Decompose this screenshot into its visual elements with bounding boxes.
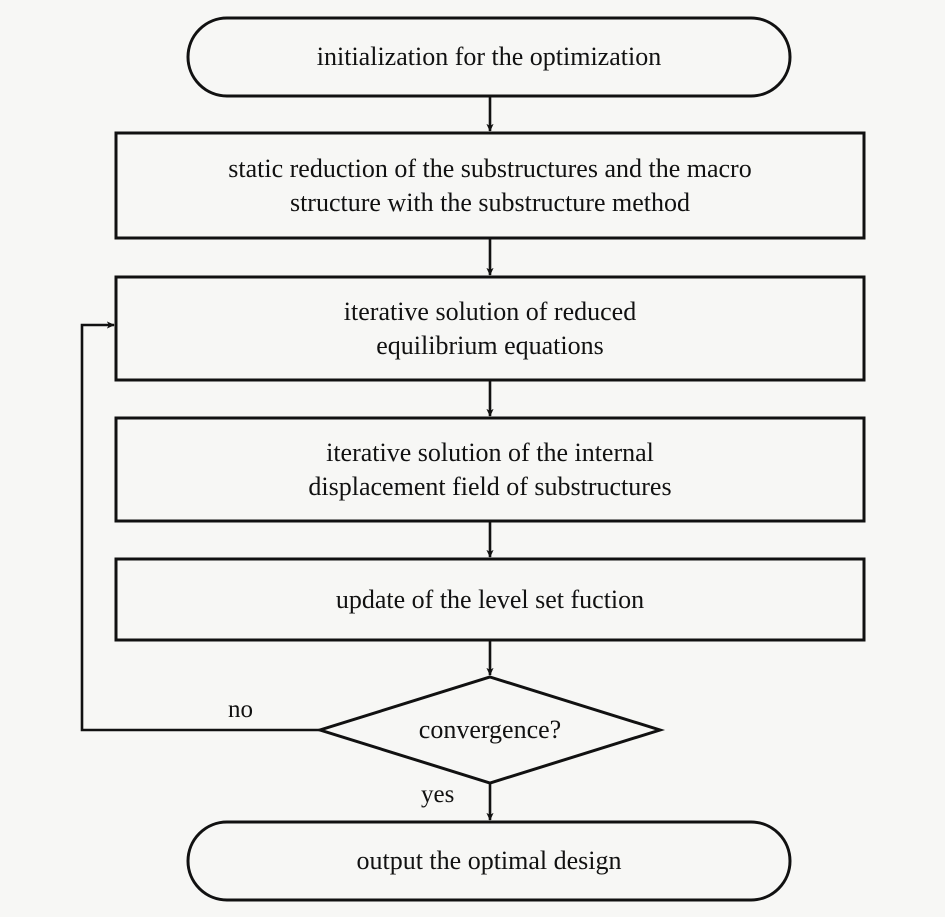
- node-start-shape[interactable]: [186, 16, 792, 98]
- node-reduced-equilibrium-shape[interactable]: [114, 275, 866, 382]
- node-end-shape[interactable]: [186, 820, 792, 902]
- node-level-set-update-shape[interactable]: [114, 557, 866, 642]
- edge-convergence-no-feedback-loop: [80, 321, 320, 732]
- node-internal-displacement-shape[interactable]: [114, 416, 866, 523]
- node-static-reduction-shape[interactable]: [114, 131, 866, 240]
- node-convergence-shape[interactable]: [314, 675, 666, 785]
